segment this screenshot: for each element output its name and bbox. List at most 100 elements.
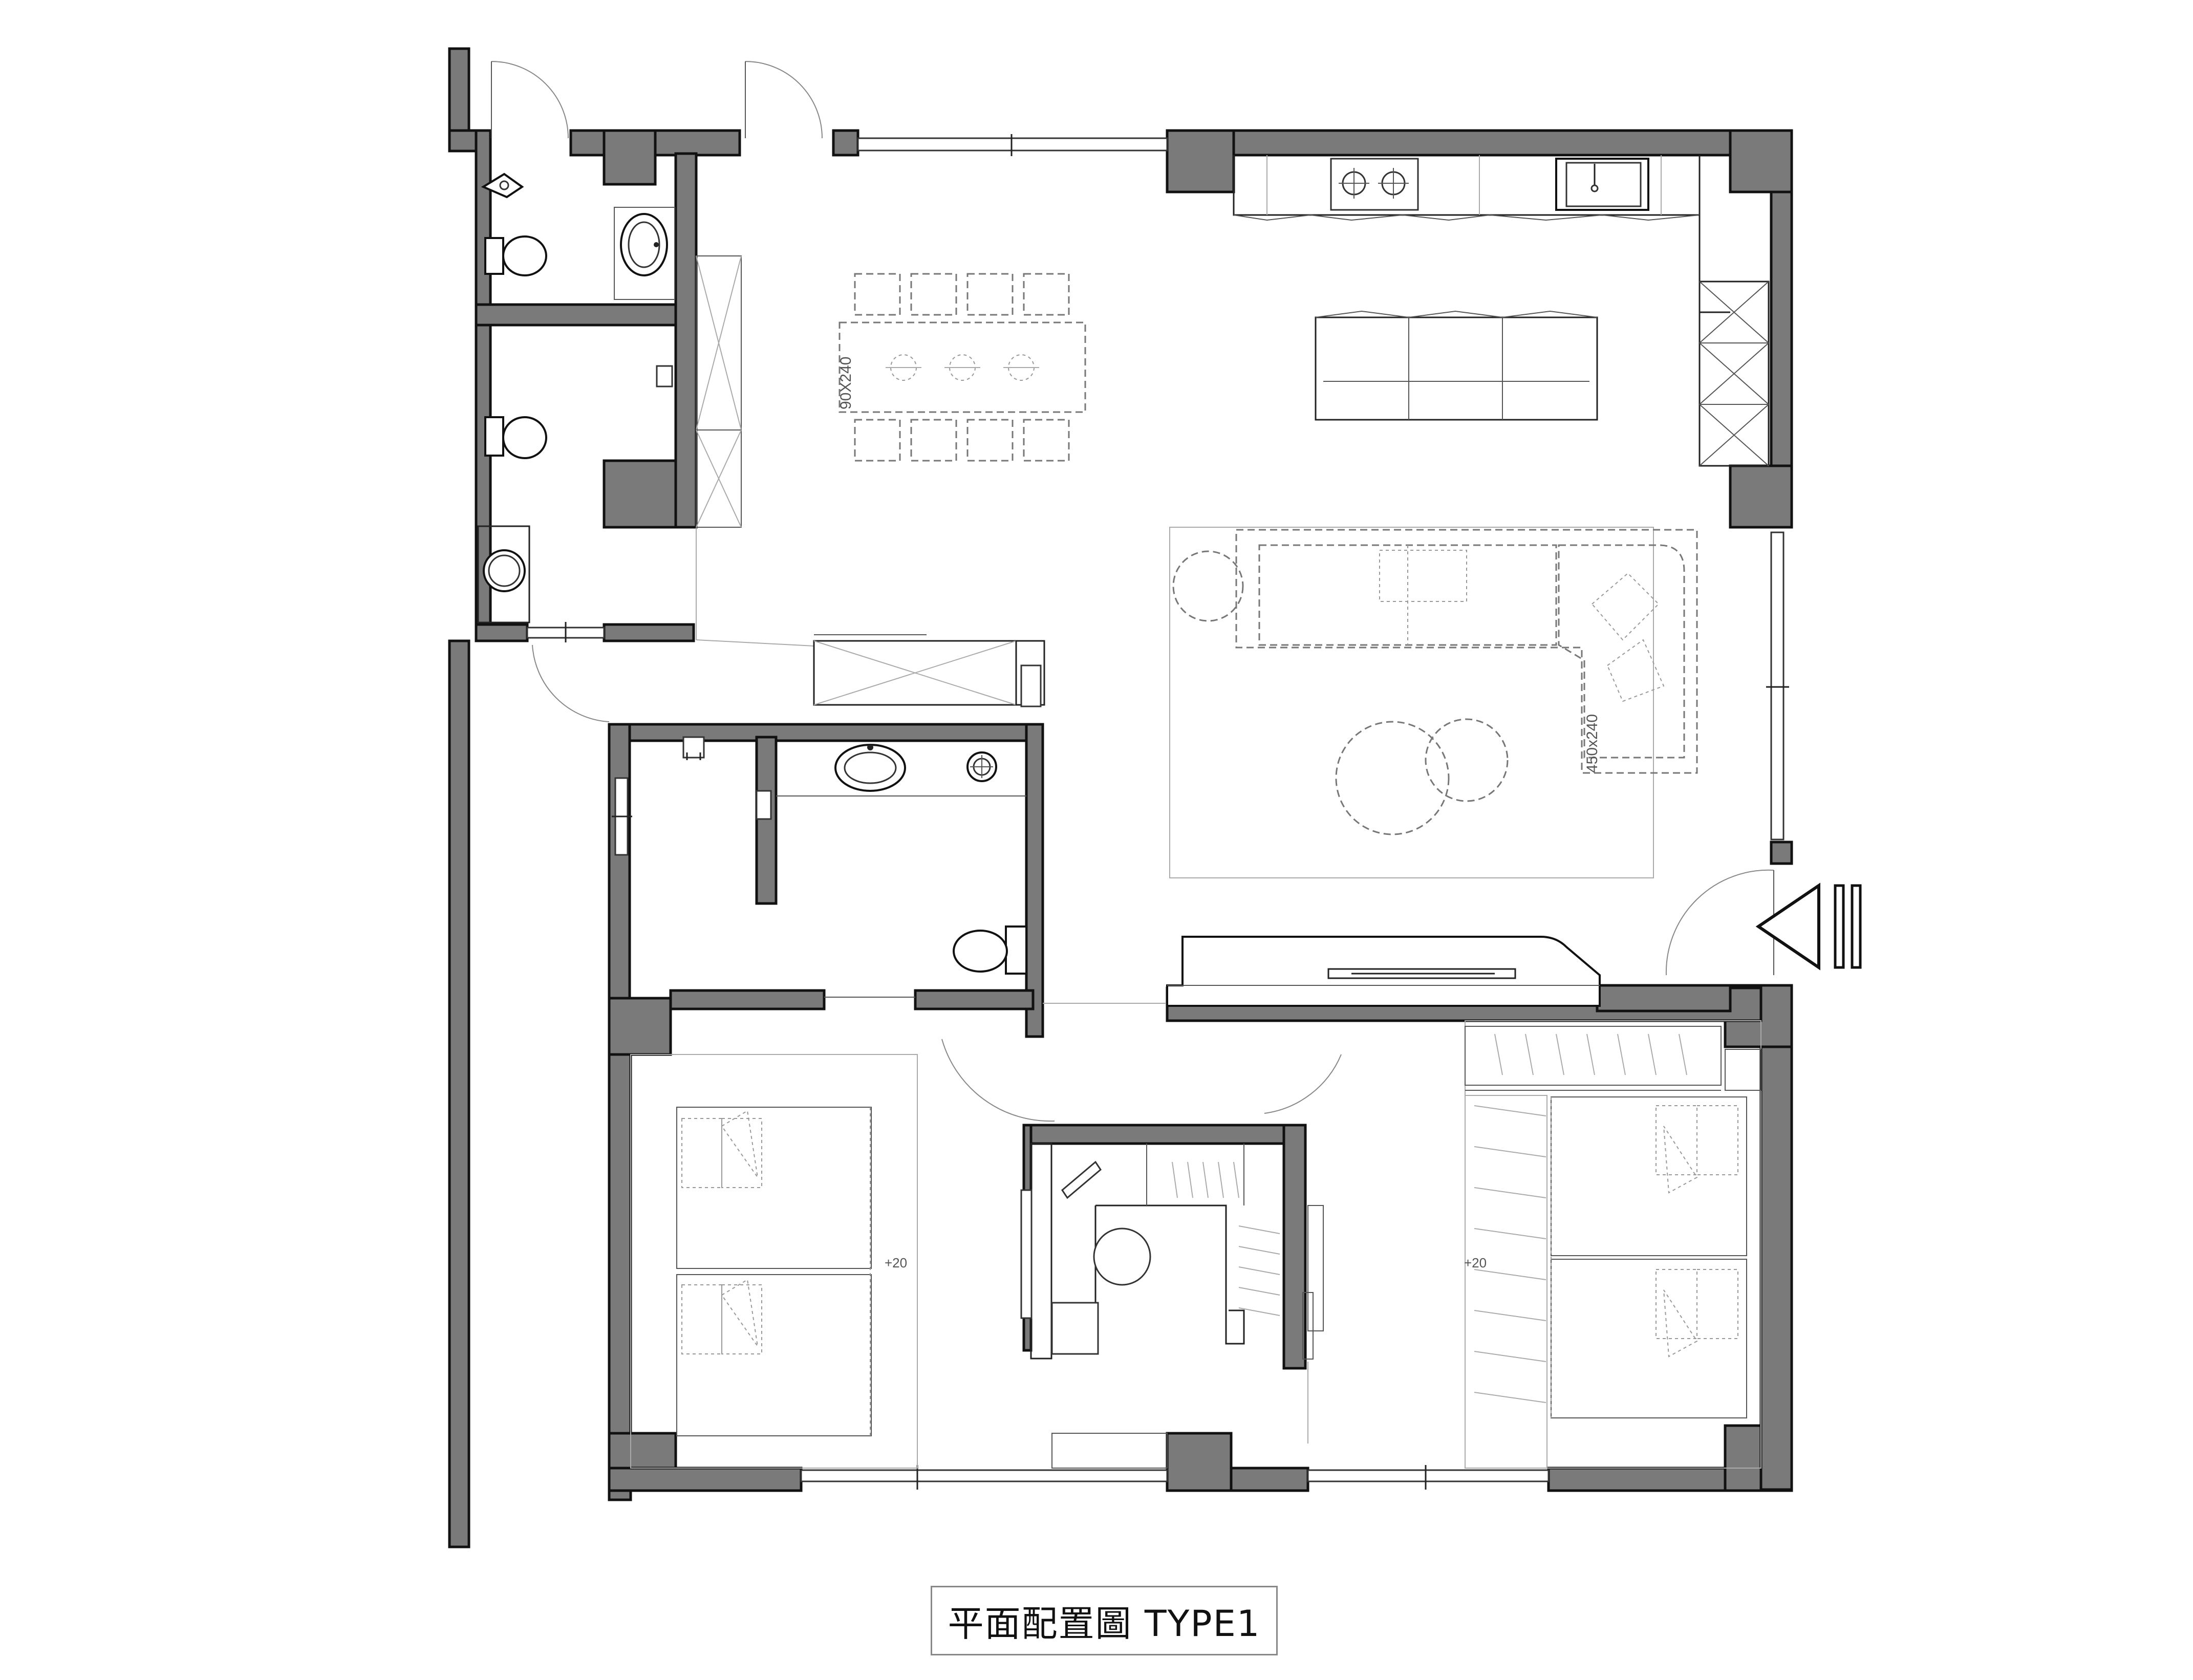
plan-title: 平面配置圖 TYPE1 [948,1602,1261,1645]
side-table [1172,550,1244,622]
coffee-table-small [1425,718,1509,802]
window-bottom-right [1307,1469,1550,1482]
toilet-tank-3 [1005,925,1027,975]
dining-table-size: 90X240 [837,357,854,410]
wall-left-corridor [448,639,470,1548]
bedroom-1: +20 [630,1054,1168,1469]
toilet-icon-2 [502,416,547,459]
tall-pantry [1698,281,1770,467]
study [1020,1143,1324,1444]
sofa-size: 450x240 [1584,714,1601,773]
washer-box [477,525,530,623]
kitchen-counter-right [1698,215,1730,313]
bed-3 [1551,1096,1747,1256]
study-radiator [1020,1189,1033,1319]
faucet-icon-2 [656,365,673,387]
door-arc-bed1 [941,1039,1055,1122]
bedroom2-floor [1465,1020,1761,1469]
pillar-right-mid [1729,464,1793,529]
windows [526,134,1789,1490]
door-arc-midbath [532,644,610,722]
vanity-1 [614,207,675,300]
wall-top-stub [832,129,859,157]
study-chair [1093,1227,1151,1286]
wc-upper [481,173,675,300]
living-rug [1169,527,1654,878]
pillow-1 [1591,572,1660,641]
bed1-blanket-fold [721,1110,758,1178]
fireplace-icon [1327,968,1516,979]
toilet-tank-1 [484,237,504,275]
bed-2 [676,1274,872,1436]
closet-hangers [1172,1161,1280,1316]
sofa [1235,529,1698,774]
wall-right-stub [1770,841,1793,865]
tv-console [1166,936,1601,1007]
wall-midbath-south-right [914,989,1035,1010]
pillar-kitchen-left [1166,129,1235,193]
door-arc-study [1264,1054,1342,1114]
pillar-bath-low [603,459,677,529]
pillar-top-bath [603,129,657,186]
burner-icon [1339,168,1409,199]
door-arc-wc [491,61,569,139]
door-arc-entry-top [745,61,823,139]
wall-midbath-south-left [669,989,826,1010]
bedroom2-floor-hatch [1474,1105,1546,1403]
entrance-arrow-icon [1755,882,1862,971]
place-settings [886,354,1039,381]
bed-1 [676,1107,872,1269]
bed3-blanket-fold [1663,1126,1698,1194]
study-shelf [1030,1143,1052,1360]
bedroom2-niche [1725,1049,1761,1091]
wall-bottom-left [608,1467,803,1492]
window-right [1770,531,1784,841]
dining-area: 90X240 [837,273,1086,462]
bedroom2-level: +20 [1464,1255,1487,1270]
pillar-bottom-mid [1166,1432,1233,1492]
wall-bath-south [603,623,695,642]
wall-left-top [448,47,470,140]
bedroom1-level: +20 [885,1255,907,1270]
door-arc-main [1665,869,1774,976]
wall-midbath-inner [755,736,778,905]
sofa-chaise [1558,544,1685,759]
pillar-kitchen-right [1729,129,1793,193]
plan-title-box: 平面配置圖 TYPE1 [931,1586,1278,1655]
study-chair-area [1051,1302,1099,1355]
cabinet-tall-2 [696,429,742,528]
living-area: 450x240 [1166,527,1698,1007]
wall-midbath-west [608,723,631,1013]
study-lamp [1061,1160,1102,1199]
wall-study-east [1282,1124,1307,1370]
window-top [857,137,1168,152]
bed2-blanket-fold [721,1279,758,1347]
wall-bed2-east [1759,984,1793,1491]
bench-bed1 [1051,1433,1168,1469]
dining-table [838,321,1086,413]
toilet-icon-3 [953,930,1008,973]
wc-lower [477,255,742,623]
wall-bath-south-west [475,623,529,642]
bedroom-2: +20 [1464,1020,1761,1469]
bedroom2-desk-zone [1465,1095,1547,1469]
toilet-icon-1 [502,235,547,276]
hall-cabinet [813,634,1045,707]
dining-chairs [854,273,1070,462]
coffee-table-large [1335,721,1450,835]
cushion [1379,550,1467,602]
wall-study-north [1022,1124,1304,1145]
wall-bottom-mid [1230,1467,1309,1492]
kitchen [1233,155,1770,467]
study-radiator-2 [1307,1205,1324,1331]
wall-bath-east [674,152,698,529]
pillow-2 [1606,639,1665,702]
window-bottom-left [800,1469,1168,1482]
wall-bath-divider [475,303,677,327]
wall-bed2-north-right [1596,984,1732,1013]
pillar-midbath-sw [608,997,672,1056]
wall-right-upper [1770,190,1793,470]
towel-rack [756,790,772,820]
wardrobe-2 [1465,1026,1722,1086]
